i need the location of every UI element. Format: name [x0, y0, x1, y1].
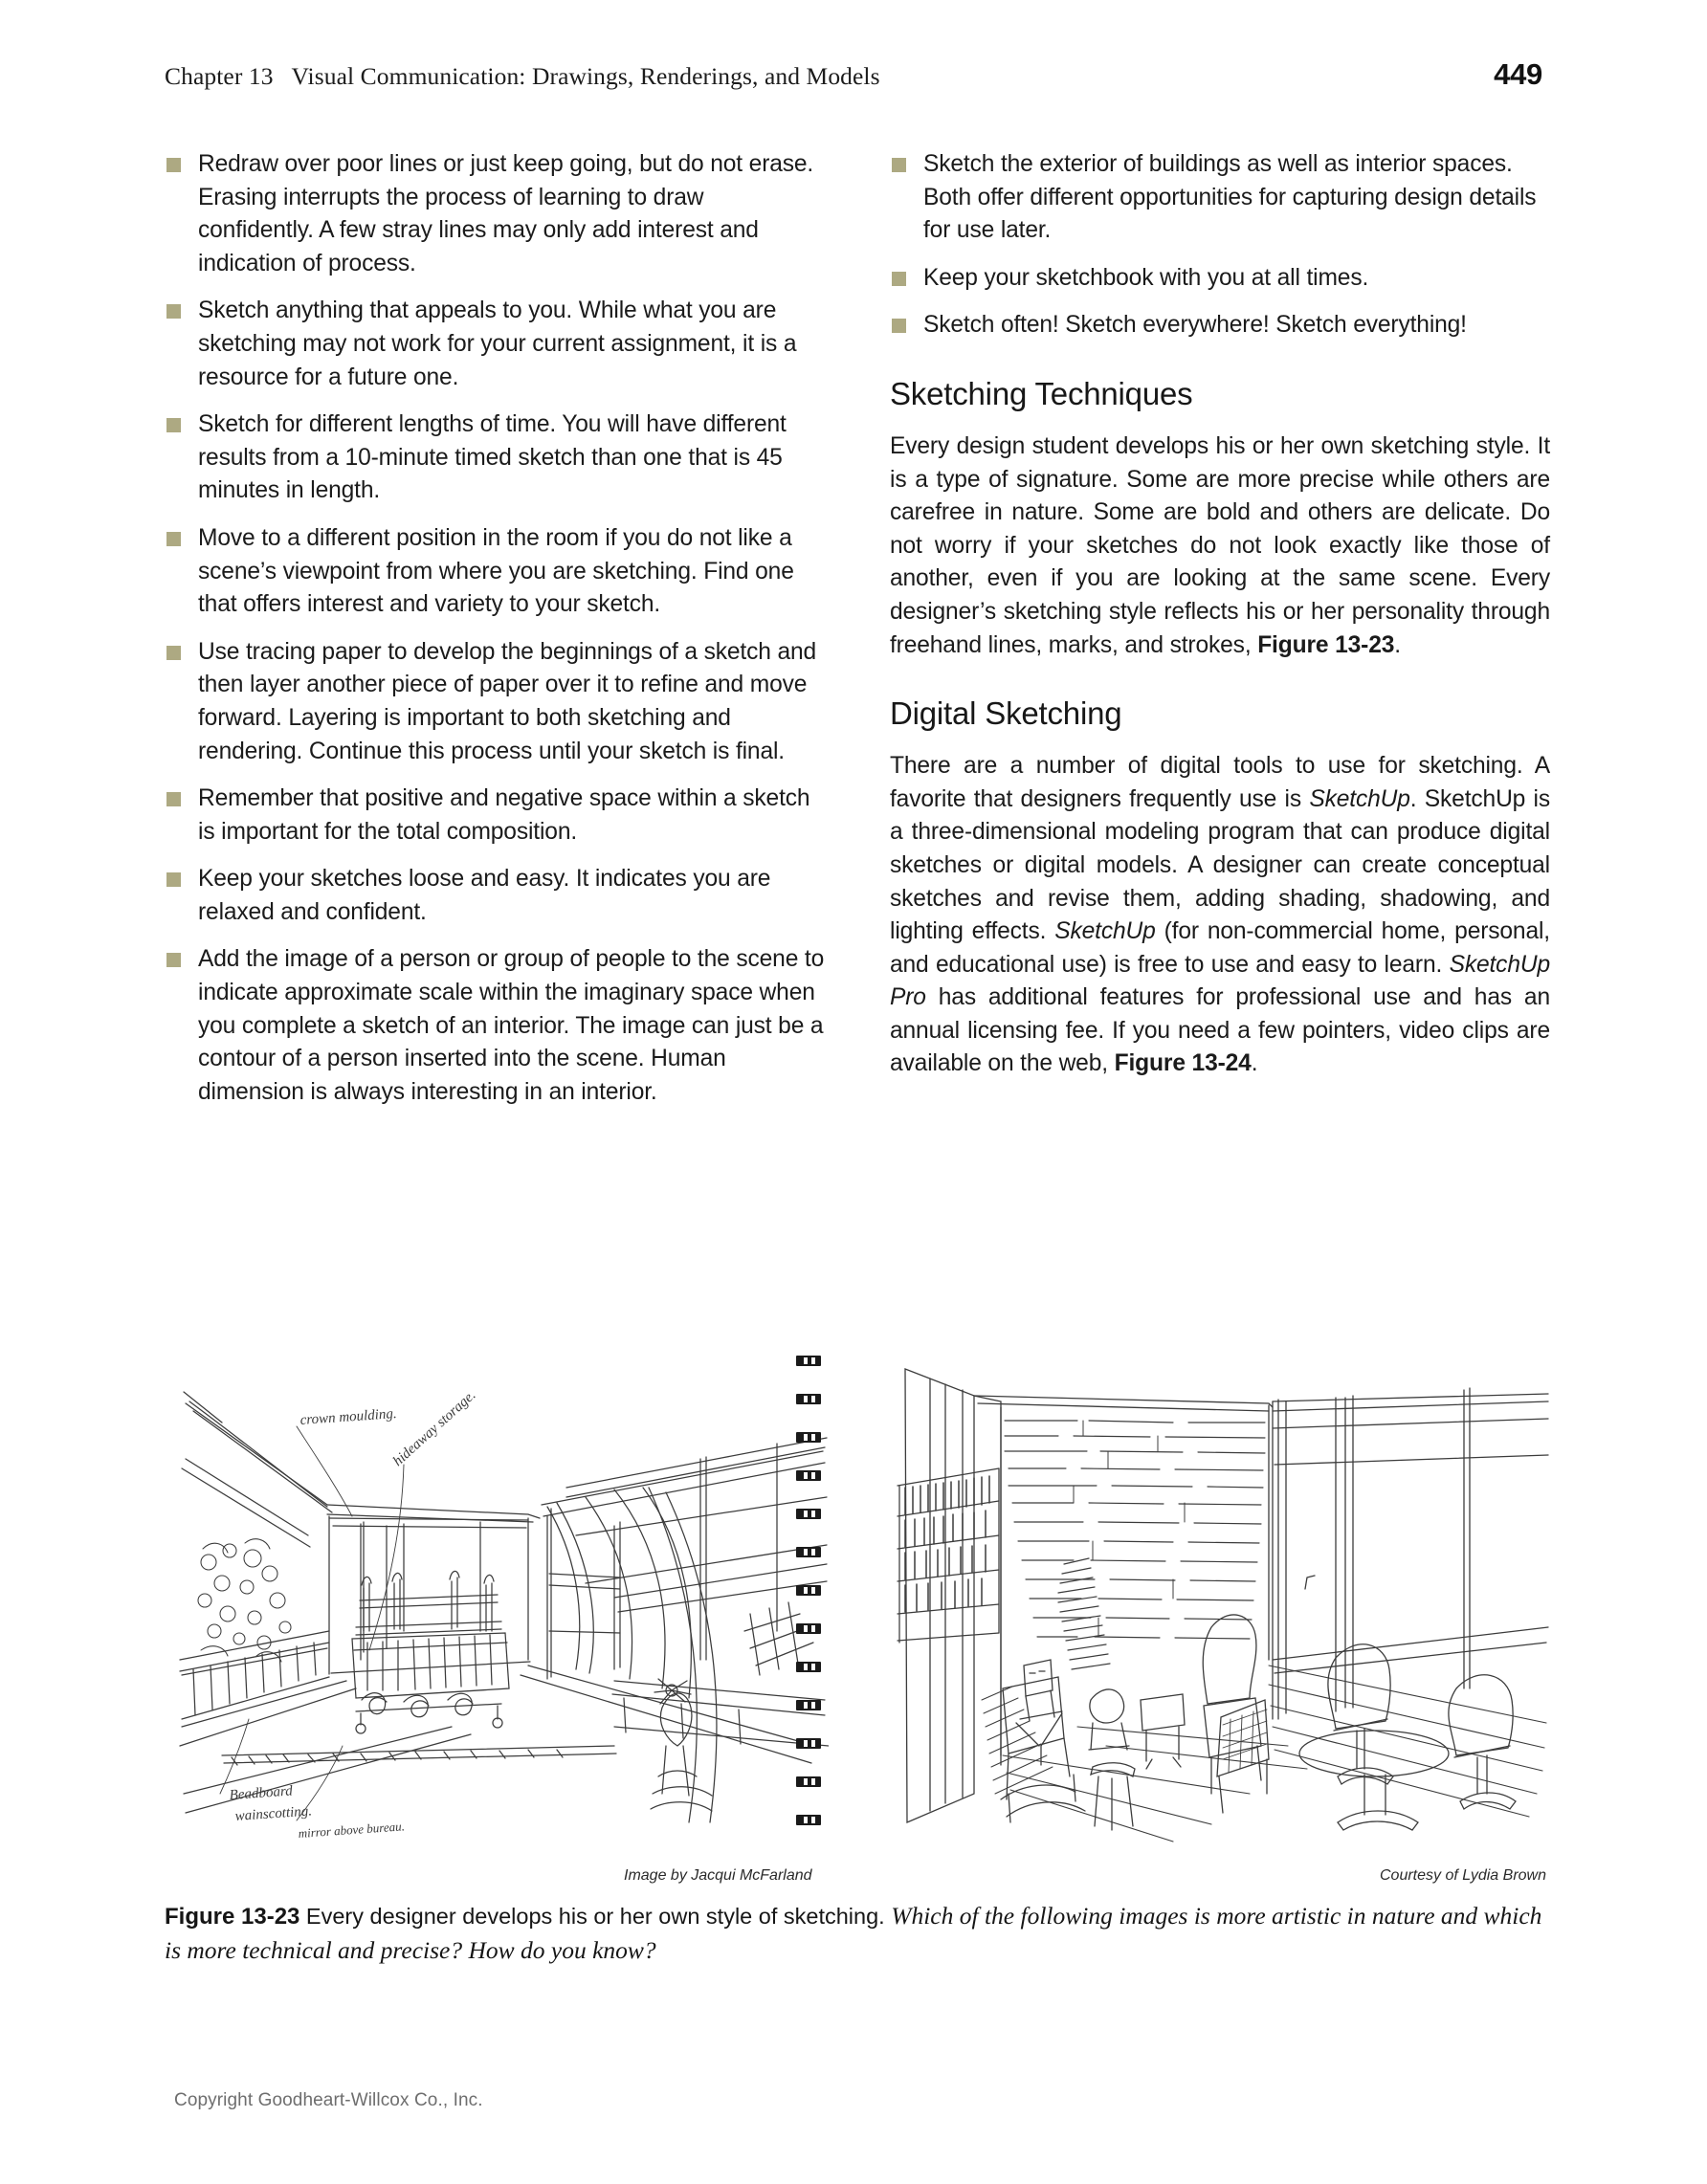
caption-lead: Every designer develops his or her own s…	[299, 1904, 892, 1929]
copyright-footer: Copyright Goodheart-Willcox Co., Inc.	[174, 2090, 483, 2110]
sketch-bedroom-interior: crown moulding. hideaway storage. Beadbo…	[165, 1344, 829, 1851]
annotation-crown-moulding: crown moulding.	[299, 1406, 397, 1428]
sketch-lounge-interior	[886, 1344, 1550, 1851]
figure-number: Figure 13-23	[165, 1904, 300, 1930]
spiral-binding	[796, 1356, 821, 1825]
bedroom-sketch-drawing: crown moulding. hideaway storage. Beadbo…	[179, 1356, 829, 1841]
paragraph-digital-sketching: There are a number of digital tools to u…	[890, 753, 1550, 1077]
credit-right: Courtesy of Lydia Brown	[1379, 1867, 1546, 1884]
running-head: Chapter 13 Visual Communication: Drawing…	[165, 57, 1542, 92]
figure-13-23: crown moulding. hideaway storage. Beadbo…	[165, 1344, 1550, 1851]
list-item: Sketch the exterior of buildings as well…	[890, 148, 1550, 248]
list-item: Keep your sketches loose and easy. It in…	[165, 863, 825, 929]
figure-caption: Figure 13-23 Every designer develops his…	[165, 1899, 1550, 1968]
left-column: Redraw over poor lines or just keep goin…	[165, 148, 825, 1123]
credit-left: Image by Jacqui McFarland	[624, 1867, 812, 1884]
two-column-body: Redraw over poor lines or just keep goin…	[165, 148, 1550, 1123]
running-head-title: Chapter 13 Visual Communication: Drawing…	[165, 62, 880, 90]
figure-credits: Image by Jacqui McFarland Courtesy of Ly…	[165, 1867, 1550, 1885]
annotation-wainscotting: wainscotting.	[234, 1803, 312, 1824]
list-item: Keep your sketchbook with you at all tim…	[890, 262, 1550, 296]
section-heading-digital-sketching: Digital Sketching	[890, 695, 1122, 732]
paragraph-sketching-techniques: Every design student develops his or her…	[890, 432, 1550, 658]
right-column: Sketch the exterior of buildings as well…	[890, 148, 1550, 1123]
list-item: Add the image of a person or group of pe…	[165, 943, 825, 1109]
list-item: Sketch often! Sketch everywhere! Sketch …	[890, 309, 1550, 342]
list-item: Sketch for different lengths of time. Yo…	[165, 408, 825, 508]
list-item: Sketch anything that appeals to you. Whi…	[165, 295, 825, 394]
annotation-beadboard: Beadboard	[229, 1783, 294, 1803]
section-heading-sketching-techniques: Sketching Techniques	[890, 375, 1193, 411]
caption-question: Which of the following images is more ar…	[165, 1902, 1542, 1964]
list-item: Remember that positive and negative spac…	[165, 783, 825, 849]
page-number: 449	[1494, 57, 1542, 91]
right-bullet-list: Sketch the exterior of buildings as well…	[890, 148, 1550, 342]
list-item: Move to a different position in the room…	[165, 522, 825, 622]
annotation-mirror: mirror above bureau.	[298, 1819, 405, 1841]
lounge-sketch-drawing	[897, 1368, 1549, 1842]
left-bullet-list: Redraw over poor lines or just keep goin…	[165, 148, 825, 1109]
list-item: Use tracing paper to develop the beginni…	[165, 636, 825, 768]
list-item: Redraw over poor lines or just keep goin…	[165, 148, 825, 280]
annotation-hideaway-storage: hideaway storage.	[390, 1387, 478, 1468]
